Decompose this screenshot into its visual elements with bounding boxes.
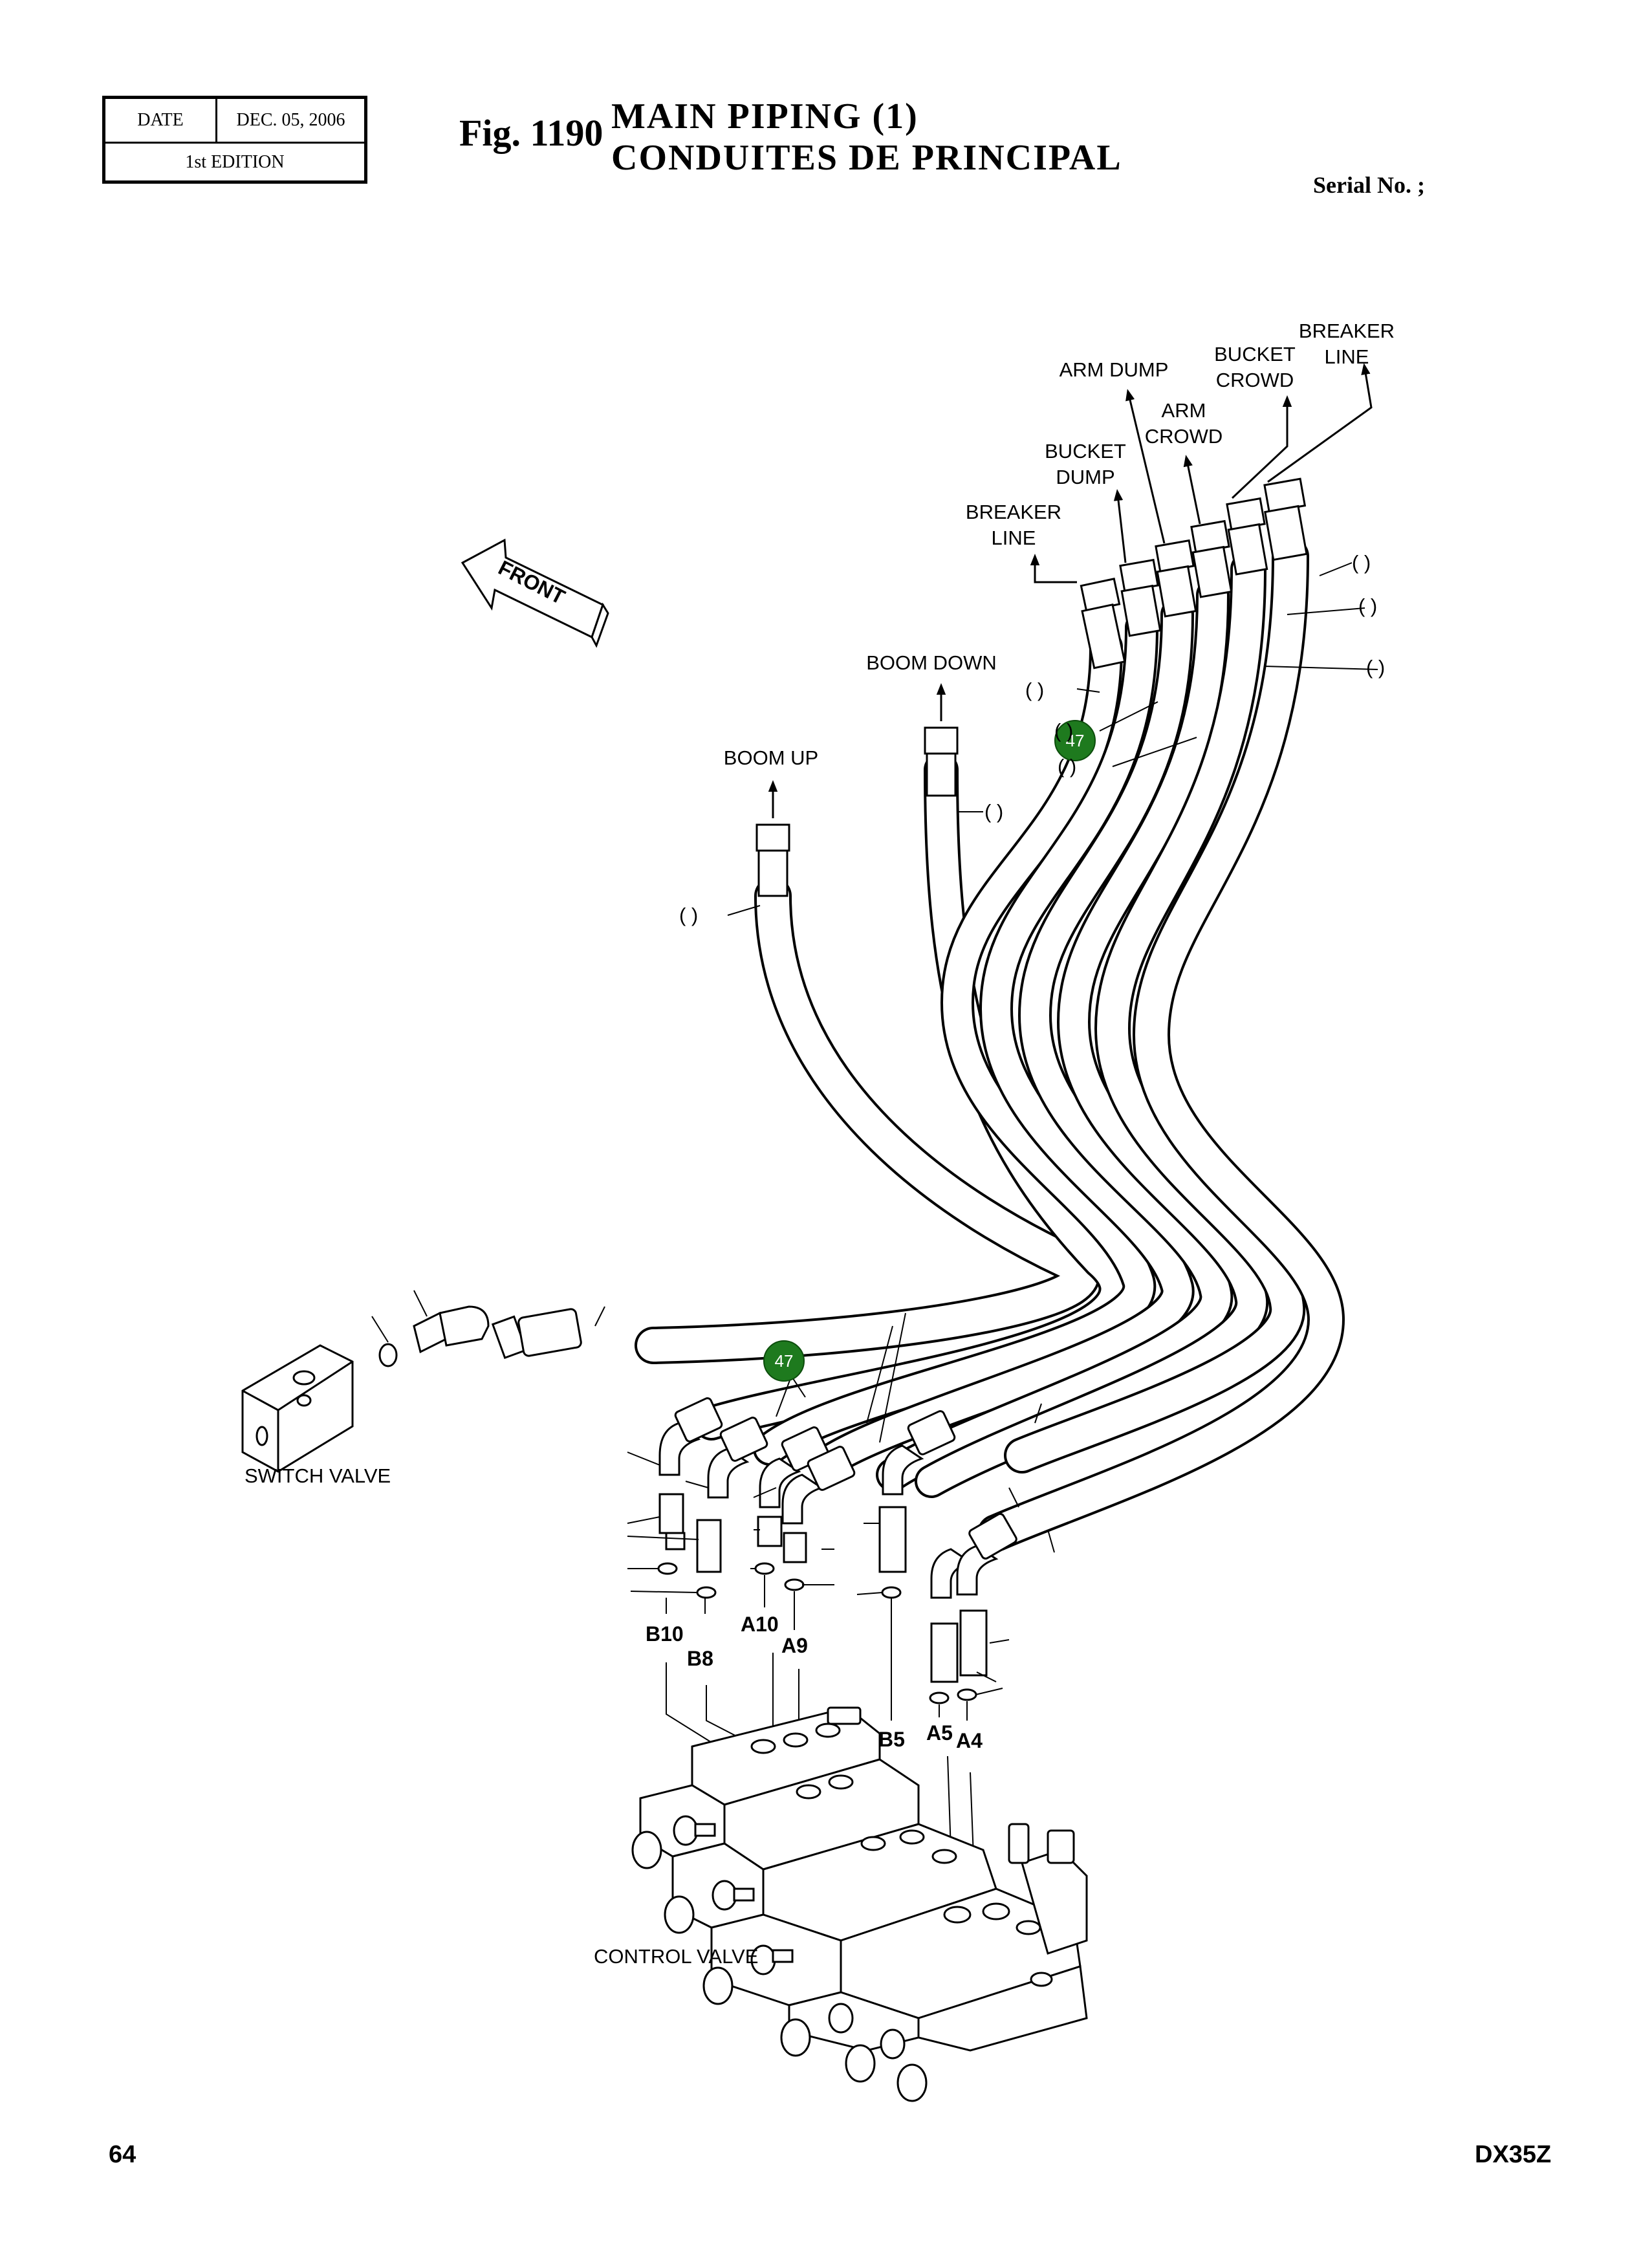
elbow-a9	[781, 1474, 824, 1525]
label-breaker-line-top-1: BREAKER	[1299, 320, 1395, 342]
date-value: DEC. 05, 2006	[236, 110, 345, 130]
direction-arrows	[768, 363, 1373, 818]
hose-bundle	[635, 538, 1345, 1552]
arrow-arm-crowd	[1183, 455, 1201, 525]
fitting-breaker-upper-body	[1264, 505, 1308, 561]
lower-fittings	[658, 1397, 1017, 1683]
adapter-a4	[959, 1609, 988, 1677]
paren-3: ( )	[1366, 656, 1385, 679]
paren-1: ( )	[1352, 551, 1371, 574]
fitting-boom-up-body	[757, 849, 788, 897]
port-b8: B8	[687, 1647, 713, 1670]
port-a9: A9	[781, 1634, 808, 1657]
fitting-arm-dump-body	[1156, 565, 1197, 618]
hose-breaker-line-upper	[977, 538, 1345, 1552]
arrow-arm-dump	[1125, 389, 1166, 544]
fitting-arm-crowd-body	[1191, 545, 1233, 598]
date-edition-box: DATE DEC. 05, 2006 1st EDITION	[102, 96, 367, 184]
front-arrow: FRONT	[461, 538, 609, 648]
fitting-bucket-dump-body	[1120, 584, 1162, 637]
serial-number: Serial No. ;	[1313, 172, 1425, 198]
label-switch-valve: SWITCH VALVE	[245, 1464, 391, 1487]
label-bucket-crowd-2: CROWD	[1216, 369, 1294, 391]
fitting-breaker-lower-body	[1081, 603, 1126, 669]
adapter-b10-tip	[665, 1532, 686, 1550]
switch-valve-fittings	[371, 1290, 582, 1360]
port-a5: A5	[926, 1721, 953, 1745]
figure-number: Fig. 1190	[459, 112, 603, 154]
adapter-a10	[757, 1516, 783, 1547]
adapter-a9	[783, 1532, 807, 1563]
label-boom-down: BOOM DOWN	[866, 651, 997, 674]
socket-b8	[719, 1417, 768, 1462]
svg-text:47: 47	[1066, 731, 1085, 750]
paren-5: ( )	[1054, 719, 1073, 742]
title-french: CONDUITES DE PRINCIPAL	[611, 138, 1122, 178]
arrow-breaker-lower	[1030, 554, 1077, 583]
socket-a9	[807, 1446, 856, 1491]
o-rings	[378, 1343, 977, 1704]
socket-a4	[968, 1513, 1017, 1560]
edition-label: 1st EDITION	[185, 152, 285, 172]
label-bucket-dump-2: DUMP	[1056, 466, 1114, 488]
port-b5: B5	[878, 1728, 905, 1751]
diagram-labels: BREAKER LINE BUCKET CROWD ARM DUMP ARM C…	[245, 320, 1395, 1968]
elbow-b5	[882, 1444, 924, 1495]
label-boom-up: BOOM UP	[724, 746, 818, 769]
control-valve	[631, 1706, 1088, 2102]
label-bucket-dump-1: BUCKET	[1045, 440, 1126, 462]
socket-b5	[907, 1410, 956, 1455]
switch-valve	[241, 1344, 354, 1473]
paren-7: ( )	[984, 800, 1003, 823]
date-label: DATE	[105, 99, 217, 142]
port-a10: A10	[741, 1613, 779, 1636]
fitting-boom-up-nut	[755, 823, 790, 852]
fitting-bucket-crowd-body	[1227, 523, 1268, 576]
top-fittings	[755, 477, 1308, 897]
paren-8: ( )	[679, 904, 698, 926]
port-a4: A4	[956, 1729, 983, 1752]
hose-breaker-line-lower	[753, 630, 1157, 1466]
elbow-a10	[759, 1457, 801, 1508]
port-leader-lines	[627, 1452, 1010, 1857]
hose-arm-dump	[876, 598, 1234, 1492]
title-english: MAIN PIPING (1)	[611, 96, 918, 136]
arrow-breaker-upper	[1267, 363, 1373, 483]
arrow-bucket-crowd	[1231, 395, 1292, 499]
socket-b10	[674, 1397, 723, 1442]
label-breaker-line-low-2: LINE	[992, 527, 1036, 549]
fitting-boom-down-nut	[924, 726, 959, 755]
label-breaker-line-low-1: BREAKER	[966, 501, 1061, 523]
svg-text:47: 47	[775, 1351, 794, 1371]
paren-2: ( )	[1358, 594, 1377, 617]
callout-47-upper: 47	[1054, 720, 1096, 761]
hose-bucket-crowd	[1004, 551, 1306, 1474]
label-arm-dump: ARM DUMP	[1060, 358, 1169, 381]
callout-47-lower: 47	[763, 1340, 806, 1398]
adapter-b8	[696, 1519, 722, 1573]
label-arm-crowd-2: CROWD	[1145, 425, 1223, 448]
hose-bucket-dump	[811, 611, 1195, 1479]
paren-4: ( )	[1025, 679, 1044, 701]
date-row: DATE DEC. 05, 2006	[105, 99, 364, 144]
label-control-valve: CONTROL VALVE	[594, 1945, 758, 1968]
label-bucket-crowd-1: BUCKET	[1214, 343, 1296, 365]
paren-6: ( )	[1058, 755, 1076, 778]
adapter-a5	[930, 1622, 959, 1683]
adapter-b5	[878, 1506, 907, 1573]
fitting-boom-down-body	[926, 752, 957, 797]
hose-arm-crowd	[915, 578, 1269, 1498]
page-number: 64	[109, 2141, 136, 2168]
adapter-b10	[658, 1493, 684, 1534]
port-b10: B10	[646, 1622, 684, 1646]
leader-lines	[594, 562, 1378, 1553]
model-code: DX35Z	[1475, 2141, 1552, 2168]
arrow-bucket-dump	[1113, 489, 1127, 563]
label-arm-crowd-1: ARM	[1162, 399, 1206, 422]
label-breaker-line-top-2: LINE	[1325, 345, 1369, 368]
